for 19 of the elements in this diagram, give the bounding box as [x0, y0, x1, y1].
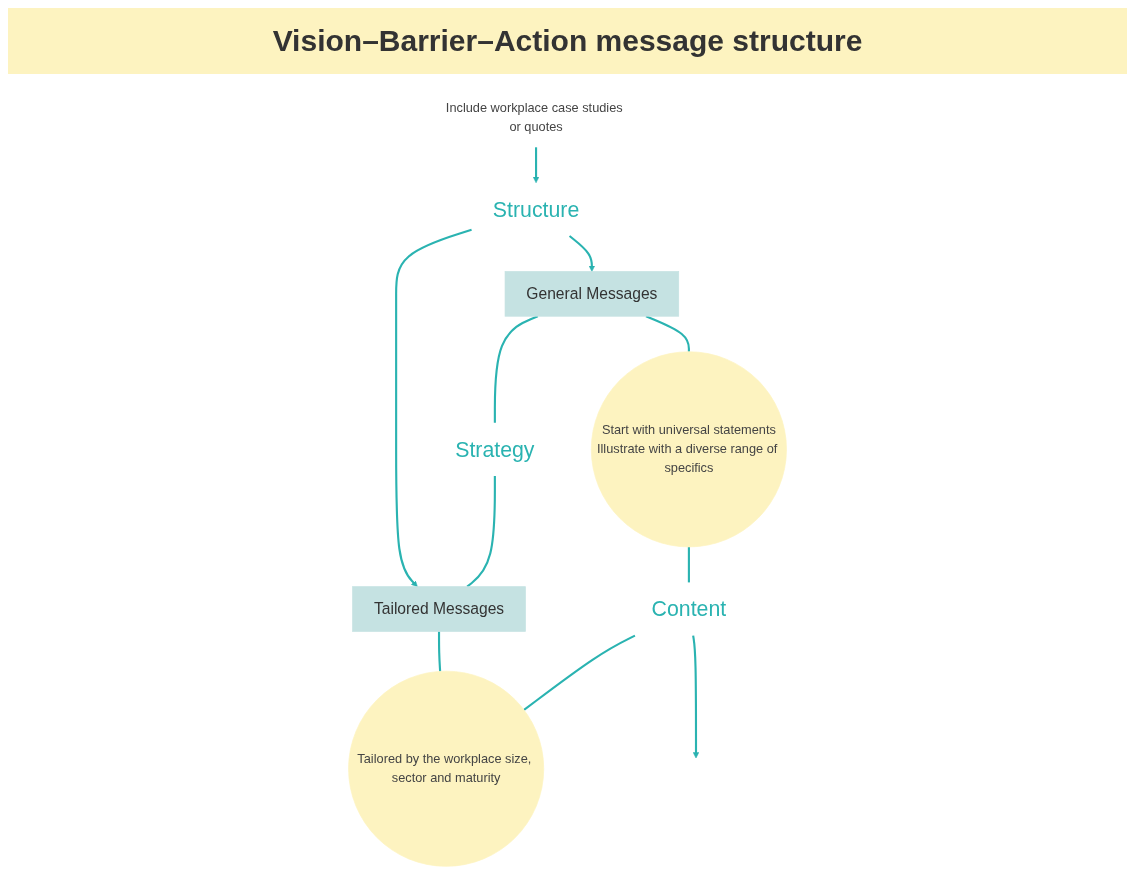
title-banner: Vision–Barrier–Action message structure	[8, 8, 1127, 74]
node-text: Content	[651, 597, 727, 621]
node-circle: Tailored by the workplace size, sector and maturity	[348, 670, 545, 867]
connector-line	[523, 634, 636, 711]
node-text: Strategy	[455, 437, 535, 462]
connector-line	[687, 546, 690, 583]
arrow	[532, 147, 540, 184]
connector-line	[466, 475, 496, 588]
node-box: General Messages	[504, 271, 680, 317]
arrow	[568, 235, 595, 272]
node-box: Tailored Messages	[352, 586, 526, 632]
arrow	[395, 228, 472, 587]
node-text: Structure	[492, 197, 580, 222]
node-circle: Start with universal statements Illustrate with a diverse range of specifics	[590, 351, 787, 548]
connector-line	[645, 315, 690, 352]
arrow	[692, 635, 700, 759]
connector-line	[493, 315, 539, 423]
connector-line	[437, 631, 442, 672]
node-text: Include workplace case studies or quotes	[445, 100, 623, 134]
